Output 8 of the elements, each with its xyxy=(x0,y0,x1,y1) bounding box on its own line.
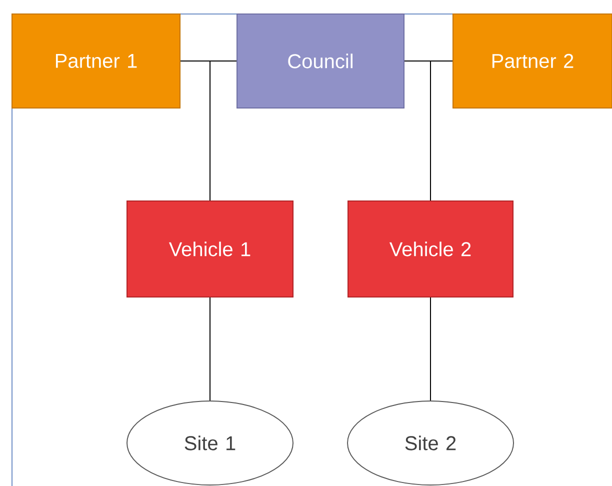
connector-line xyxy=(430,297,431,401)
partner-box: Partner 2 xyxy=(452,14,612,108)
vehicle-box: Vehicle 1 xyxy=(126,200,294,298)
vehicle-box: Vehicle 2 xyxy=(348,200,514,298)
partner-box: Partner 1 xyxy=(12,14,180,108)
council-box: Council xyxy=(236,14,404,108)
connector-line xyxy=(210,60,237,201)
connector-line xyxy=(430,60,453,201)
